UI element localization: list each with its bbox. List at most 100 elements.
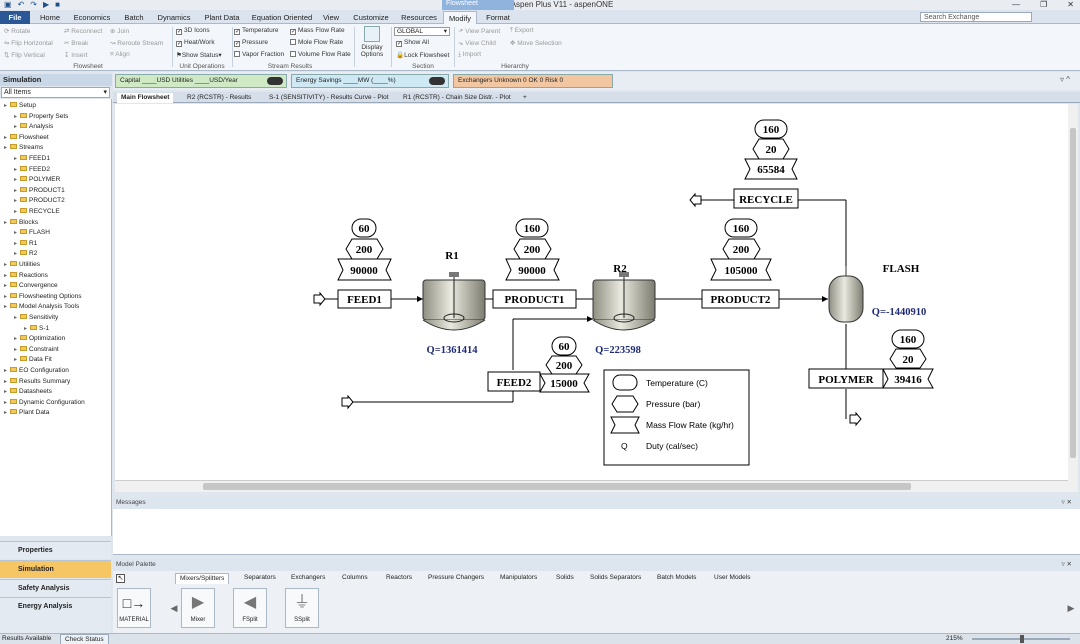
expand-icon[interactable]: ▸: [24, 325, 28, 332]
palette-tab-reactors[interactable]: Reactors: [386, 574, 413, 581]
flip-vertical-button[interactable]: ⇅ Flip Vertical: [4, 52, 45, 59]
tab-resources[interactable]: Resources: [401, 13, 437, 22]
expand-icon[interactable]: ▸: [14, 315, 18, 321]
scrollbar-thumb[interactable]: [1070, 128, 1076, 458]
nav-properties-button[interactable]: Properties: [0, 541, 111, 559]
tree-item[interactable]: ▸EO Configuration: [4, 367, 69, 375]
expand-icon[interactable]: ▸: [4, 134, 8, 141]
pressure-checkbox[interactable]: ✓Pressure: [234, 39, 269, 47]
stream-label-recycle[interactable]: RECYCLE: [739, 194, 793, 206]
scrollbar-thumb[interactable]: [203, 483, 911, 490]
view-child-button[interactable]: ⬎ View Child: [458, 40, 496, 47]
tree-item[interactable]: ▸R2: [14, 250, 37, 258]
check-status-button[interactable]: Check Status: [60, 634, 109, 644]
tab-main-flowsheet[interactable]: Main Flowsheet: [117, 93, 174, 103]
tab-s1-plot[interactable]: S-1 (SENSITIVITY) - Results Curve - Plot: [269, 94, 389, 101]
export-button[interactable]: ⤒ Export: [510, 27, 534, 34]
panel-controls-icon[interactable]: ▿ ✕: [1061, 499, 1072, 506]
expand-icon[interactable]: ▸: [4, 262, 8, 268]
stream-box[interactable]: [701, 289, 780, 309]
palette-tab-batch-models[interactable]: Batch Models: [657, 574, 697, 581]
stream-box[interactable]: [733, 188, 799, 209]
tree-item[interactable]: ▸RECYCLE: [14, 208, 60, 216]
flowsheet-diagram[interactable]: R1 R2 FLASH Q=1361414 Q=223598 Q=-144091…: [115, 104, 1078, 480]
stream-box[interactable]: [808, 368, 884, 389]
r1-reactor-icon[interactable]: [422, 272, 486, 331]
expand-icon[interactable]: ▸: [14, 177, 18, 184]
tab-economics[interactable]: Economics: [73, 13, 111, 22]
heat-work-checkbox[interactable]: ✓Heat/Work: [176, 39, 215, 47]
horizontal-scrollbar[interactable]: [115, 480, 1071, 492]
nav-simulation-button[interactable]: Simulation: [0, 560, 111, 578]
expand-icon[interactable]: ▸: [14, 336, 18, 343]
quick-access-toolbar[interactable]: ▣↶↷▶■: [4, 0, 60, 9]
expand-icon[interactable]: ▸: [14, 209, 18, 215]
scroll-right-icon[interactable]: ▶: [1067, 603, 1075, 613]
expand-icon[interactable]: ▸: [4, 410, 8, 417]
stream-label-product1[interactable]: PRODUCT1: [505, 294, 565, 306]
expand-icon[interactable]: ▸: [4, 368, 8, 374]
palette-tab-user-models[interactable]: User Models: [714, 574, 751, 581]
tree-item[interactable]: ▸FEED1: [14, 155, 50, 163]
panel-controls-icon[interactable]: ▿ ✕: [1061, 561, 1072, 568]
expand-icon[interactable]: ▸: [4, 389, 8, 396]
palette-tab-separators[interactable]: Separators: [244, 574, 276, 581]
section-select[interactable]: GLOBAL▾: [394, 27, 450, 36]
insert-button[interactable]: ↧ Insert: [64, 52, 88, 59]
tree-item[interactable]: ▸Dynamic Configuration: [4, 398, 85, 407]
expand-icon[interactable]: ▸: [4, 399, 8, 406]
stream-box[interactable]: [487, 371, 541, 392]
tab-equation-oriented[interactable]: Equation Oriented: [251, 13, 313, 22]
expand-icon[interactable]: ▸: [14, 240, 18, 247]
stream-box[interactable]: [337, 289, 392, 309]
temperature-checkbox[interactable]: ✓Temperature: [234, 27, 279, 35]
expand-icon[interactable]: ▸: [14, 156, 18, 162]
r2-reactor-icon[interactable]: [592, 272, 656, 331]
nav-safety-analysis-button[interactable]: Safety Analysis: [0, 579, 111, 597]
energy-savings-indicator[interactable]: Energy Savings ____MW (____%): [291, 74, 449, 88]
stream-label-feed2[interactable]: FEED2: [497, 377, 532, 389]
rotate-button[interactable]: ⟳ Rotate: [4, 28, 31, 35]
scroll-left-icon[interactable]: ◀: [170, 603, 178, 613]
expand-icon[interactable]: ▸: [4, 145, 8, 152]
expand-icon[interactable]: ▸: [4, 304, 8, 311]
tree-item[interactable]: ▸Flowsheeting Options: [4, 292, 82, 301]
vapor-fraction-checkbox[interactable]: Vapor Fraction: [234, 51, 284, 58]
expand-icon[interactable]: ▸: [4, 103, 8, 109]
lock-flowsheet-button[interactable]: 🔒Lock Flowsheet: [396, 52, 450, 59]
stream-box[interactable]: [492, 289, 577, 309]
expand-icon[interactable]: ▸: [14, 251, 18, 258]
tree-item[interactable]: ▸Datasheets: [4, 388, 52, 396]
tree-item[interactable]: ▸FEED2: [14, 165, 50, 174]
palette-item-ssplit[interactable]: ⏚SSplit: [285, 588, 319, 628]
show-status-button[interactable]: ⚑Show Status▾: [176, 52, 222, 59]
select-mode-icon[interactable]: ↖: [116, 574, 125, 583]
nav-energy-analysis-button[interactable]: Energy Analysis: [0, 597, 111, 633]
volume-flow-checkbox[interactable]: Volume Flow Rate: [290, 51, 351, 58]
tree-item[interactable]: ▸Sensitivity: [14, 314, 58, 322]
tree-item[interactable]: ▸Optimization: [14, 335, 65, 343]
tab-format[interactable]: Format: [486, 13, 510, 22]
zoom-slider[interactable]: [972, 635, 1070, 643]
tree-item[interactable]: ▸Model Analysis Tools: [4, 303, 79, 311]
flip-horizontal-button[interactable]: ⇋ Flip Horizontal: [4, 40, 53, 47]
redo-icon[interactable]: ↷: [30, 0, 37, 9]
palette-tab-pressure-changers[interactable]: Pressure Changers: [428, 574, 484, 581]
break-button[interactable]: ✂ Break: [64, 40, 89, 47]
tree-item[interactable]: ▸PRODUCT2: [14, 197, 65, 205]
minimize-icon[interactable]: —: [1012, 0, 1021, 9]
tab-view[interactable]: View: [322, 13, 340, 22]
reconnect-button[interactable]: ⇄ Reconnect: [64, 28, 103, 35]
tree-item[interactable]: ▸FLASH: [14, 229, 50, 237]
run-icon[interactable]: ▶: [42, 0, 50, 9]
import-button[interactable]: ⤓ Import: [458, 51, 482, 58]
tree-item[interactable]: ▸S-1: [24, 324, 49, 333]
stream-label-product2[interactable]: PRODUCT2: [711, 294, 771, 306]
tab-home[interactable]: Home: [39, 13, 60, 22]
tree-item[interactable]: ▸Analysis: [14, 123, 53, 131]
flash-drum-icon[interactable]: [828, 266, 864, 323]
palette-tab-solids[interactable]: Solids: [556, 574, 574, 581]
mass-flow-checkbox[interactable]: ✓Mass Flow Rate: [290, 27, 345, 35]
expand-icon[interactable]: ▸: [4, 378, 8, 385]
palette-tab-mixers-splitters[interactable]: Mixers/Splitters: [175, 573, 230, 584]
